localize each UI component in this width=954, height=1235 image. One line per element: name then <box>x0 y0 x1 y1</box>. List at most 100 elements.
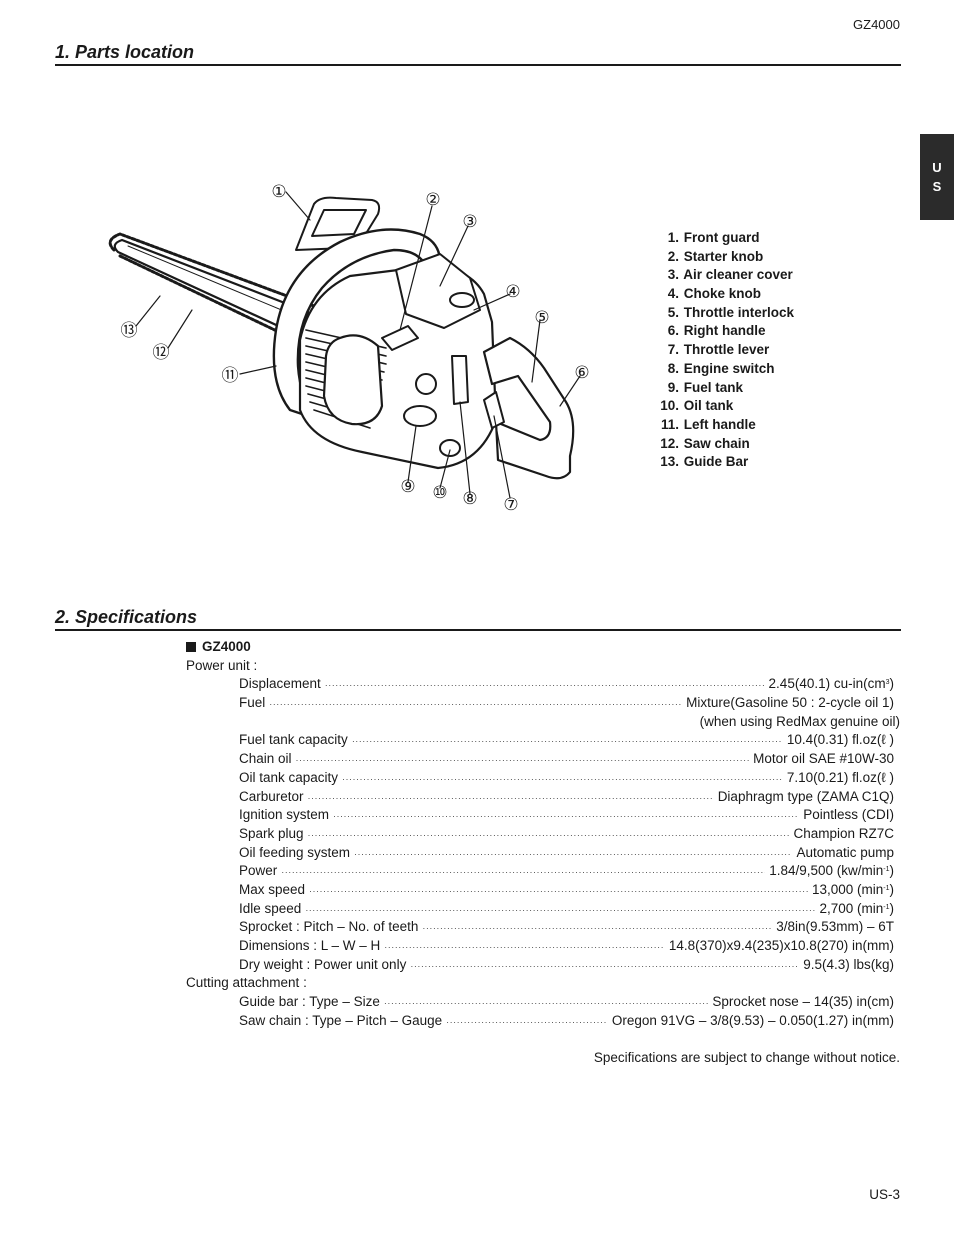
dot-leader <box>325 676 765 695</box>
dot-leader <box>308 789 714 808</box>
parts-list-number: 13. <box>660 454 679 470</box>
parts-list-item: 11. Left handle <box>650 416 794 435</box>
spec-row: Max speed13,000 (min-1) <box>239 881 894 900</box>
spec-row: FuelMixture(Gasoline 50 : 2-cycle oil 1) <box>239 694 894 713</box>
callout-13: ⑬ <box>121 321 138 341</box>
parts-list-label: Right handle <box>683 323 766 339</box>
spec-value: 14.8(370)x9.4(235)x10.8(270) in(mm) <box>669 937 894 956</box>
callout-6: ⑥ <box>574 363 589 383</box>
parts-list-number: 6. <box>667 323 679 339</box>
spec-value: Sprocket nose – 14(35) in(cm) <box>712 993 894 1012</box>
spec-value: Oregon 91VG – 3/8(9.53) – 0.050(1.27) in… <box>612 1012 894 1031</box>
callout-7: ⑦ <box>503 495 518 515</box>
spec-label: Power <box>239 863 278 879</box>
spec-value: 9.5(4.3) lbs(kg) <box>803 956 894 975</box>
spec-value-text: 1.84/9,500 (kw/min <box>769 863 884 879</box>
language-tab-letter: S <box>932 179 942 194</box>
parts-list-label: Front guard <box>683 230 760 245</box>
spec-value-tail: ) <box>889 881 895 897</box>
spec-value-text: Sprocket nose – 14(35) in(cm) <box>712 994 894 1010</box>
power-unit-label: Power unit : <box>186 657 258 673</box>
spec-value-text: 2,700 (min <box>819 900 884 916</box>
callout-8: ⑧ <box>462 489 477 509</box>
spec-row: Guide bar : Type – Size Sprocket nose – 1… <box>239 993 894 1012</box>
spec-value-text: 10.4(0.31) fl.oz(ℓ ) <box>786 732 894 748</box>
parts-list-number: 7. <box>667 342 679 358</box>
parts-list-label: Fuel tank <box>683 379 744 395</box>
parts-list-number: 12. <box>660 435 679 451</box>
guide-bar-drawing <box>108 232 316 346</box>
parts-list-label: Oil tank <box>683 398 734 414</box>
starter-knob-drawing <box>381 325 419 351</box>
spec-value: 3/8in(9.53mm) – 6T <box>776 918 894 937</box>
parts-list-number: 10. <box>660 398 679 414</box>
callout-11: ⑪ <box>222 366 239 386</box>
spec-value-superscript: -1 <box>883 866 890 874</box>
parts-list-item: 2. Starter knob <box>650 248 794 267</box>
parts-list-item: 1. Front guard <box>650 229 794 248</box>
parts-list-label: Guide Bar <box>683 454 749 470</box>
dot-leader <box>384 938 665 957</box>
spec-row: Idle speed2,700 (min-1) <box>239 900 894 919</box>
dot-leader <box>269 695 682 714</box>
parts-list-label: Starter knob <box>683 248 764 264</box>
spec-value-text: 3/8in(9.53mm) – 6T <box>776 919 894 935</box>
spec-value-text: Mixture(Gasoline 50 : 2-cycle oil 1) <box>686 695 894 711</box>
parts-list-item: 5. Throttle interlock <box>650 304 794 323</box>
spec-value: 2.45(40.1) cu-in(cm3) <box>769 675 894 694</box>
callout-5: ⑤ <box>534 308 549 328</box>
spec-row: Sprocket : Pitch – No. of teeth 3/8in(9.5… <box>239 918 894 937</box>
spec-label: Dry weight : Power unit only <box>239 956 407 972</box>
square-bullet-icon <box>186 642 196 652</box>
parts-list-item: 13. Guide Bar <box>650 453 794 472</box>
spec-value-tail: ) <box>889 863 895 879</box>
parts-list-label: Throttle interlock <box>683 304 795 320</box>
spec-row: Oil tank capacity 7.10(0.21) fl.oz(ℓ ) <box>239 769 894 788</box>
spec-row: Ignition systemPointless (CDI) <box>239 806 894 825</box>
spec-row: Displacement2.45(40.1) cu-in(cm3) <box>239 675 894 694</box>
spec-label: Chain oil <box>239 751 292 767</box>
section-title-parts-location: 1. Parts location <box>55 42 901 66</box>
spec-value-text: Oregon 91VG – 3/8(9.53) – 0.050(1.27) in… <box>611 1012 894 1028</box>
parts-list-number: 8. <box>667 360 679 376</box>
parts-list-number: 5. <box>667 304 679 320</box>
parts-list-number: 4. <box>667 286 679 302</box>
spec-model-name: GZ4000 <box>202 639 251 654</box>
spec-value: 1.84/9,500 (kw/min-1) <box>769 862 894 881</box>
spec-row: CarburetorDiaphragm type (ZAMA C1Q) <box>239 788 894 807</box>
spec-note: (when using RedMax genuine oil) <box>699 713 900 729</box>
dot-leader <box>352 732 783 751</box>
spec-value-text: 7.10(0.21) fl.oz(ℓ ) <box>786 769 894 785</box>
spec-label: Idle speed <box>239 900 302 916</box>
callout-3: ③ <box>462 212 477 232</box>
spec-label: Oil tank capacity <box>239 769 339 785</box>
model-code: GZ4000 <box>853 17 900 32</box>
spec-row: Power 1.84/9,500 (kw/min-1) <box>239 862 894 881</box>
specifications-disclaimer: Specifications are subject to change wit… <box>593 1050 900 1065</box>
callout-1: ① <box>271 182 286 202</box>
spec-row: Oil feeding systemAutomatic pump <box>239 844 894 863</box>
dot-leader <box>422 919 772 938</box>
spec-label: Guide bar : Type – Size <box>239 994 380 1010</box>
spec-value-superscript: -1 <box>883 903 890 911</box>
callout-4: ④ <box>505 282 520 302</box>
spec-label: Sprocket : Pitch – No. of teeth <box>239 919 419 935</box>
spec-row: Saw chain : Type – Pitch – GaugeOregon 9… <box>239 1012 894 1031</box>
spec-value-tail: ) <box>889 676 895 692</box>
dot-leader <box>308 826 790 845</box>
spec-value-superscript: -1 <box>883 884 890 892</box>
callout-leader-lines <box>135 191 581 499</box>
spec-value-text: 14.8(370)x9.4(235)x10.8(270) in(mm) <box>668 938 894 953</box>
parts-list-item: 7. Throttle lever <box>650 341 794 360</box>
spec-value: 10.4(0.31) fl.oz(ℓ ) <box>787 731 894 750</box>
dot-leader <box>342 770 783 789</box>
spec-value-text: Champion RZ7C <box>793 825 894 841</box>
spec-value-text: Motor oil SAE #10W-30 <box>753 751 894 767</box>
parts-list-number: 11. <box>660 416 679 432</box>
callout-10: ⑩ <box>432 483 447 503</box>
spec-row: Dimensions : L – W – H14.8(370)x9.4(235)… <box>239 937 894 956</box>
choke-knob-drawing <box>449 292 475 308</box>
spec-value: Diaphragm type (ZAMA C1Q) <box>718 788 894 807</box>
dot-leader <box>296 751 750 770</box>
